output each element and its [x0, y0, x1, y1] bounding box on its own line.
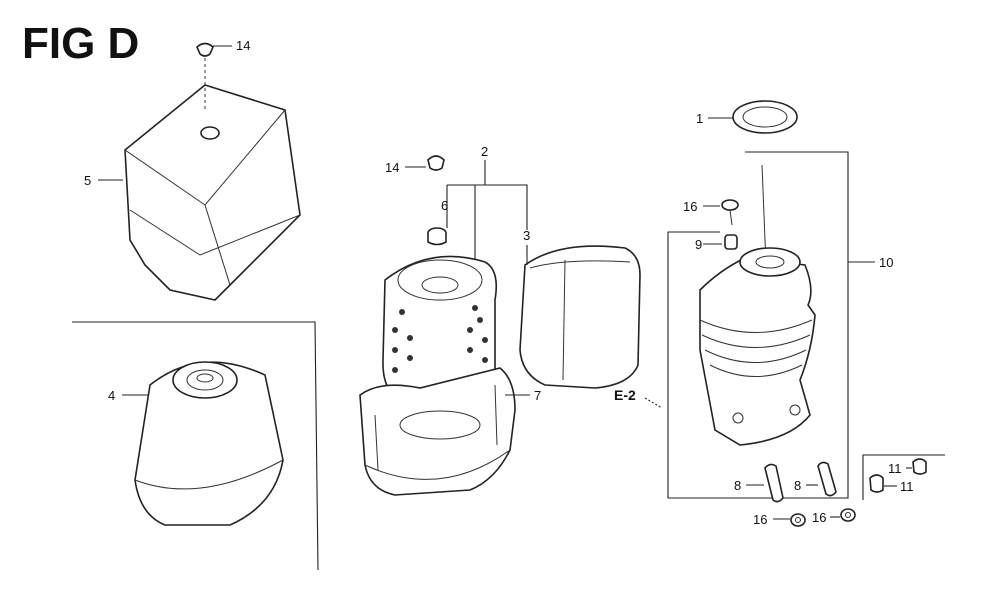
part-10-elbow — [699, 247, 816, 446]
callout-1: 1 — [696, 111, 703, 126]
callout-8-left: 8 — [734, 478, 741, 493]
part-5-cover — [124, 84, 301, 301]
part-8-collar-right — [817, 461, 837, 497]
callout-16-bottom-right: 16 — [812, 510, 826, 525]
callout-16-top: 16 — [683, 199, 697, 214]
callout-4: 4 — [108, 388, 115, 403]
callout-7: 7 — [534, 388, 541, 403]
part-8-collar-left — [764, 463, 784, 503]
callout-11-upper: 11 — [888, 461, 902, 476]
callout-8-right: 8 — [794, 478, 801, 493]
part-14-wing-nut-top — [196, 42, 214, 110]
figure-title: FIG D — [22, 19, 139, 68]
part-11-clip-lower — [869, 474, 884, 493]
callout-9: 9 — [695, 237, 702, 252]
callout-2: 2 — [481, 144, 488, 159]
part-16-nut-top — [721, 199, 739, 226]
reference-e2: E-2 — [614, 387, 636, 403]
callout-14-top: 14 — [236, 38, 250, 53]
part-11-clip-upper — [912, 458, 927, 475]
callout-5: 5 — [84, 173, 91, 188]
callout-6: 6 — [441, 198, 448, 213]
part-14-wing-nut-middle — [427, 155, 445, 171]
callout-14-middle: 14 — [385, 160, 399, 175]
bracket-2 — [447, 184, 528, 230]
part-2-paper-element — [382, 255, 498, 401]
part-16-nut-bottom-right — [840, 508, 856, 522]
part-6-grommet — [427, 227, 447, 246]
inset-frame-11 — [862, 454, 945, 500]
part-1-seal — [732, 100, 798, 134]
callout-11-lower: 11 — [900, 479, 914, 494]
callout-10: 10 — [879, 255, 893, 270]
part-3-foam-element — [519, 245, 641, 389]
bracket-10 — [667, 151, 849, 499]
part-16-nut-bottom-left — [790, 513, 806, 527]
callout-16-bottom-left: 16 — [753, 512, 767, 527]
part-4-alt-cover — [134, 361, 284, 526]
callout-3: 3 — [523, 228, 530, 243]
part-9-collar — [724, 234, 738, 250]
part-7-air-cleaner-case — [359, 367, 516, 496]
inset-frame-4 — [72, 321, 319, 571]
